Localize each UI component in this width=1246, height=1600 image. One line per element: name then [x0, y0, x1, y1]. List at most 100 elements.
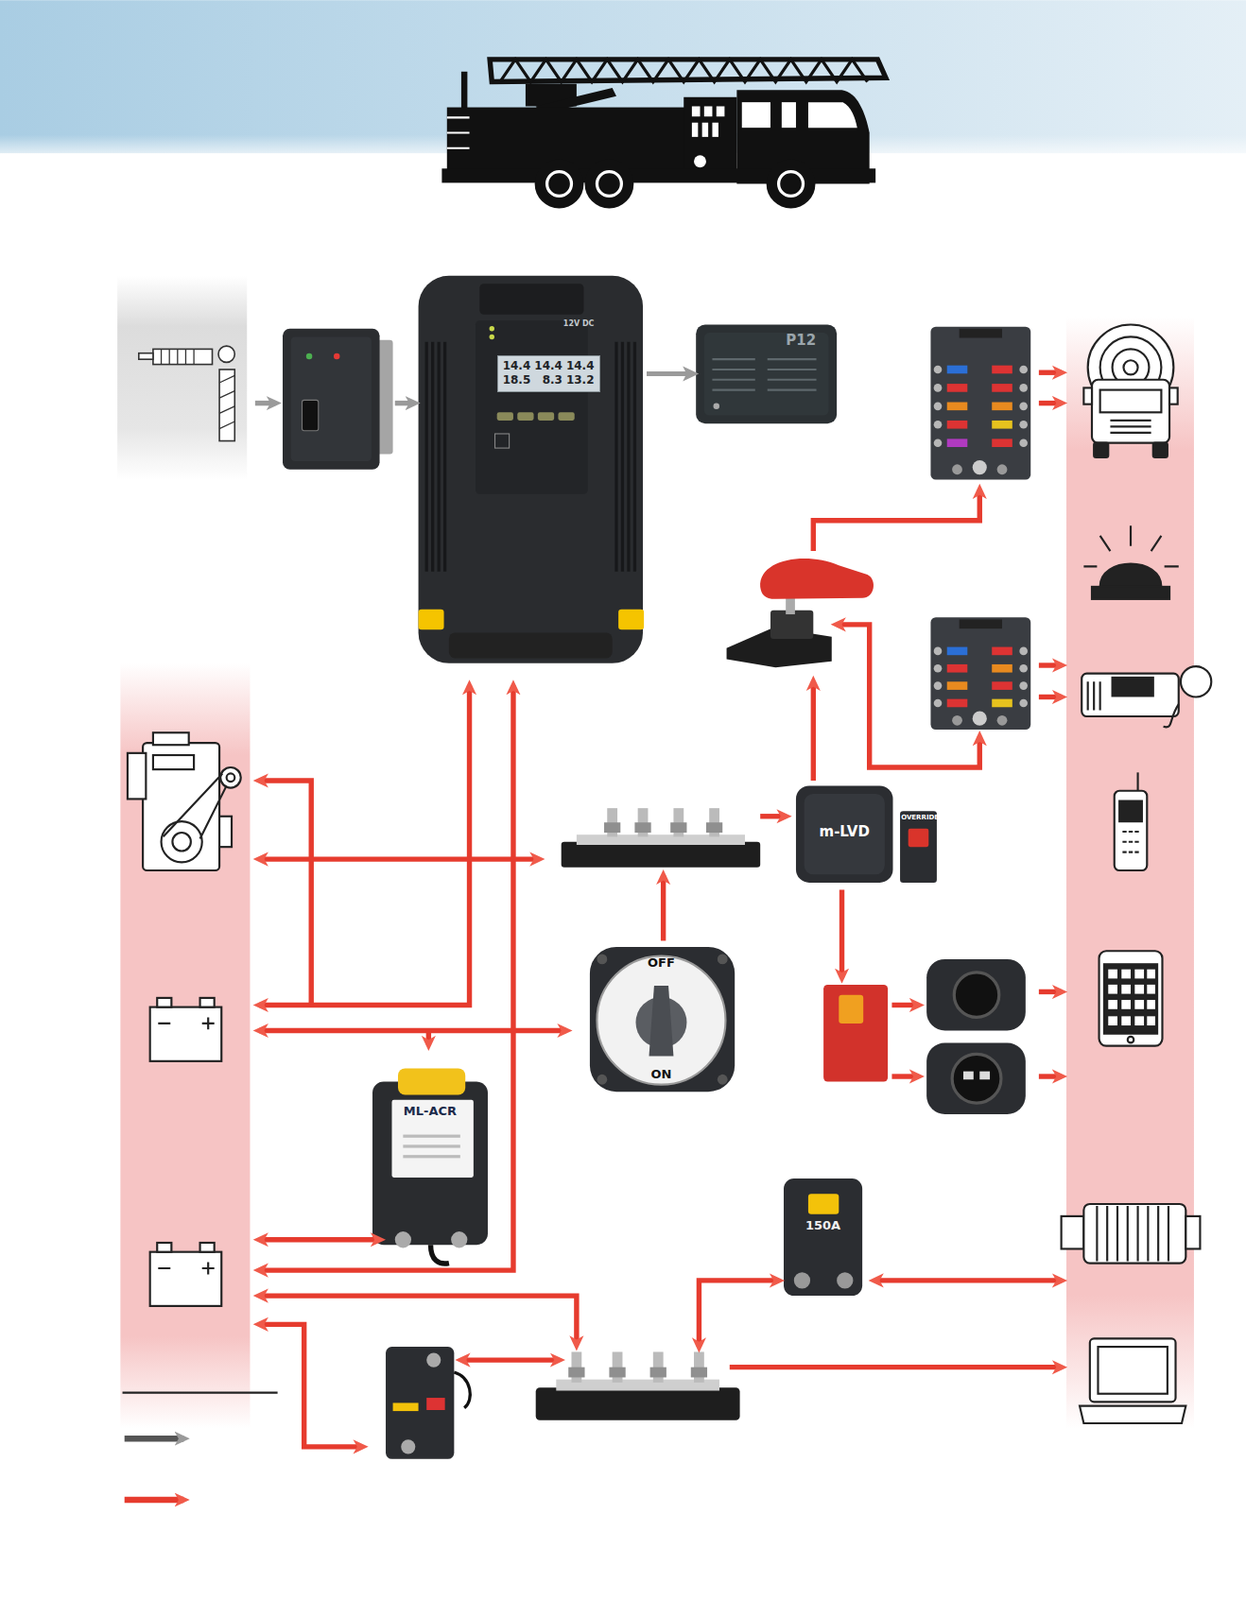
- fuse-block: [951, 715, 963, 727]
- load-icons: [1114, 791, 1148, 871]
- wire: [259, 780, 312, 1005]
- wire: [1038, 400, 1062, 406]
- battery-icon: [150, 998, 223, 1307]
- power-socket: [926, 959, 1026, 1032]
- ac-wire: [255, 400, 277, 406]
- load-icons: [1061, 324, 1212, 1424]
- battery-charger-body: [479, 283, 584, 314]
- fuse-block: [947, 647, 969, 657]
- small-breaker: [385, 1347, 470, 1460]
- bus-bar: [634, 822, 651, 833]
- fuse-block: [997, 464, 1008, 475]
- shore-power-panel: [219, 375, 235, 429]
- fuse-block: [991, 664, 1013, 674]
- load-icons: [1091, 380, 1170, 444]
- load-icons: [1122, 831, 1139, 853]
- charging-relay: ML-ACR: [368, 1066, 492, 1256]
- remote-display: P12: [695, 324, 837, 424]
- fuse-block: [934, 420, 943, 430]
- fuse-block: [1019, 681, 1028, 691]
- wire: [1038, 662, 1062, 668]
- small-breaker: [426, 1353, 441, 1368]
- wire: [729, 1365, 1062, 1370]
- wire: [461, 1357, 560, 1363]
- power-stud: [760, 558, 874, 600]
- wire: [426, 1030, 432, 1045]
- load-icons: [1121, 1016, 1131, 1026]
- battery-switch-body: [589, 947, 735, 1092]
- wire: [259, 1324, 363, 1448]
- bus-bar: [561, 808, 761, 868]
- battery-charger-body: [475, 320, 589, 495]
- battery-charger-body: [537, 412, 554, 421]
- battery-switch-body: [717, 953, 728, 965]
- shore-power-panel: [117, 276, 247, 481]
- load-icons: [1134, 1016, 1144, 1026]
- remote-display-body: [711, 359, 816, 390]
- wire: [259, 1028, 567, 1034]
- load-icons: [1127, 1037, 1134, 1043]
- load-icons: [1109, 420, 1151, 433]
- fuse-block: [947, 664, 969, 674]
- shore-disconnect: [333, 353, 340, 360]
- small-breaker: [426, 1398, 445, 1411]
- load-icons: [1121, 985, 1131, 995]
- fuse-holder: [823, 985, 888, 1083]
- load-icons: [1083, 525, 1178, 567]
- battery-switch-body: [649, 986, 675, 1056]
- remote-display-body: [695, 324, 837, 424]
- fuse-block: [947, 365, 969, 375]
- fuse-block: [934, 681, 943, 691]
- power-socket: [979, 1072, 990, 1081]
- fuse-block: [934, 438, 943, 448]
- fuse-block: [947, 681, 969, 691]
- fuse-block: [1019, 664, 1028, 674]
- load-icons: [1079, 1406, 1186, 1424]
- load-icons: [1100, 564, 1162, 588]
- small-breaker: [393, 1402, 419, 1412]
- power-socket: [963, 1072, 974, 1081]
- fuse-block: [991, 699, 1013, 709]
- wire: [813, 489, 980, 552]
- fuse-block: [972, 460, 987, 475]
- legend-samples: [124, 1497, 185, 1504]
- load-icons: [1061, 1216, 1085, 1250]
- battery-switch-body: [596, 953, 607, 965]
- load-icons: [1146, 985, 1156, 995]
- battery-charger-body: [418, 609, 445, 631]
- fire-truck-silhouette: [441, 59, 886, 209]
- fuse-block: [930, 617, 1031, 730]
- fire-truck-silhouette: [781, 102, 797, 128]
- fuse-block: [991, 365, 1013, 375]
- fire-truck-silhouette: [500, 59, 868, 83]
- device-label: m-LVD: [792, 824, 898, 841]
- load-icons: [1093, 443, 1108, 458]
- fire-truck-silhouette: [692, 122, 698, 138]
- lvd-body: [908, 829, 930, 848]
- shore-disconnect: [282, 328, 381, 470]
- fuse-block: [1019, 438, 1028, 448]
- fuse-block: [997, 715, 1008, 727]
- fuse-holder: [838, 995, 864, 1024]
- device-label: ON: [651, 1068, 673, 1083]
- small-breaker: [453, 1372, 470, 1409]
- fuse-block: [951, 464, 963, 475]
- power-socket: [926, 959, 1026, 1115]
- battery-switch-body: [596, 1074, 607, 1086]
- load-icons: [1090, 1338, 1177, 1402]
- battery-charger: 14.414.414.418.58.313.2: [415, 273, 643, 663]
- bus-bar: [576, 834, 745, 846]
- wire: [259, 372, 1061, 1448]
- wire: [1038, 694, 1062, 700]
- load-icons: [1107, 1000, 1118, 1010]
- fire-truck-silhouette: [547, 172, 572, 197]
- low-voltage-disconnect: m-LVD: [792, 785, 898, 883]
- engine-icon: [161, 821, 203, 863]
- wire: [259, 686, 469, 1006]
- bus-bar: [670, 822, 687, 833]
- shore-disconnect: [291, 336, 372, 462]
- engine-icon: [219, 816, 232, 848]
- fuse-block: [959, 619, 1003, 629]
- load-icons: [1180, 666, 1212, 697]
- load-icons: [1119, 801, 1143, 823]
